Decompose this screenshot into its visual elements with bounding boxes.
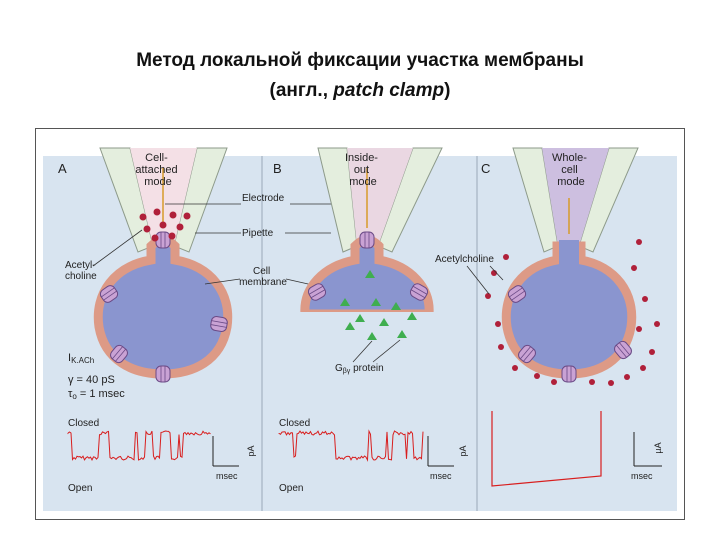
slide-title-line1: Метод локальной фиксации участка мембран… bbox=[136, 50, 584, 71]
pipette-a-right-wall bbox=[173, 147, 228, 253]
acetylcholine-label-c: Acetylcholine bbox=[435, 254, 494, 265]
acetylcholine-label-a: Acetyl- choline bbox=[65, 260, 98, 282]
acetylcholine-leader-a bbox=[92, 229, 143, 267]
mode-label-c: Whole- cell mode bbox=[552, 152, 590, 188]
mode-label-a: Cell- attached mode bbox=[135, 152, 180, 188]
pipette-c-solution bbox=[542, 148, 609, 246]
g-protein-triangles bbox=[340, 270, 417, 340]
scale-bar-c bbox=[633, 432, 662, 467]
panel-b-letter: B bbox=[273, 161, 282, 176]
mode-label-b: Inside- out mode bbox=[345, 152, 381, 188]
single-channel-trace-b bbox=[278, 429, 424, 462]
open-label-a: Open bbox=[68, 483, 92, 494]
panel-a: A Cell- attached mode Acetyl- choline bbox=[58, 147, 256, 494]
ion-channel-a-right bbox=[209, 315, 229, 333]
panel-a-letter: A bbox=[58, 161, 67, 176]
panel-c-letter: C bbox=[481, 161, 490, 176]
ion-channel-c-bottom bbox=[561, 365, 577, 383]
g-protein-label: Gβγ protein bbox=[335, 363, 384, 375]
cell-membrane-label: Cell membrane bbox=[239, 266, 287, 288]
open-label-b: Open bbox=[279, 483, 303, 494]
scale-a-x: msec bbox=[216, 471, 238, 481]
slide-title-line2: (англ., patch clamp) bbox=[0, 80, 720, 102]
scale-c-y: µA bbox=[653, 442, 663, 453]
acetylcholine-leader-c bbox=[466, 265, 490, 295]
title-prefix: (англ., bbox=[269, 80, 334, 101]
closed-label-a: Closed bbox=[68, 418, 99, 429]
electrode-label: Electrode bbox=[242, 193, 285, 204]
pipette-label: Pipette bbox=[242, 228, 274, 239]
g-protein-leader-2 bbox=[372, 339, 401, 363]
ion-channel-b-top bbox=[359, 231, 375, 249]
title-italic: patch clamp bbox=[333, 80, 445, 101]
acetylcholine-leader-c2 bbox=[489, 265, 504, 281]
scale-b-y: pA bbox=[458, 445, 468, 456]
ion-channel-a-bottom bbox=[155, 365, 171, 383]
conductance-label: γ = 40 pS bbox=[68, 374, 115, 386]
panel-c: C Whole- cell mode Acetylcholine bbox=[435, 147, 663, 487]
patch-clamp-diagram: A Cell- attached mode Acetyl- choline bbox=[35, 128, 685, 520]
scale-b-x: msec bbox=[430, 471, 452, 481]
cell-c-opening bbox=[559, 240, 579, 266]
acetylcholine-dots-a bbox=[139, 208, 191, 242]
title-suffix: ) bbox=[444, 80, 451, 101]
pipette-c-right-wall bbox=[578, 147, 639, 253]
scale-bar-a bbox=[212, 436, 239, 467]
scale-c-x: msec bbox=[631, 471, 653, 481]
ion-channel-a-top bbox=[155, 231, 171, 249]
tau-label: τo = 1 msec bbox=[68, 388, 125, 401]
acetylcholine-dots-c bbox=[485, 239, 660, 386]
membrane-leader-a bbox=[204, 278, 241, 285]
scale-bar-b bbox=[427, 436, 454, 467]
g-protein-leader-1 bbox=[352, 340, 373, 363]
pipette-b-solution bbox=[347, 148, 413, 246]
current-label: IK.ACh bbox=[68, 352, 94, 365]
scale-a-y: pA bbox=[246, 445, 256, 456]
panel-b: B Inside- out mode Gβγ protein Closed Op… bbox=[273, 147, 468, 494]
cell-c bbox=[501, 241, 637, 379]
cell-b-opening bbox=[297, 312, 437, 326]
whole-cell-trace bbox=[491, 411, 602, 487]
single-channel-trace-a bbox=[67, 430, 211, 461]
closed-label-b: Closed bbox=[279, 418, 310, 429]
cell-a bbox=[93, 235, 233, 379]
